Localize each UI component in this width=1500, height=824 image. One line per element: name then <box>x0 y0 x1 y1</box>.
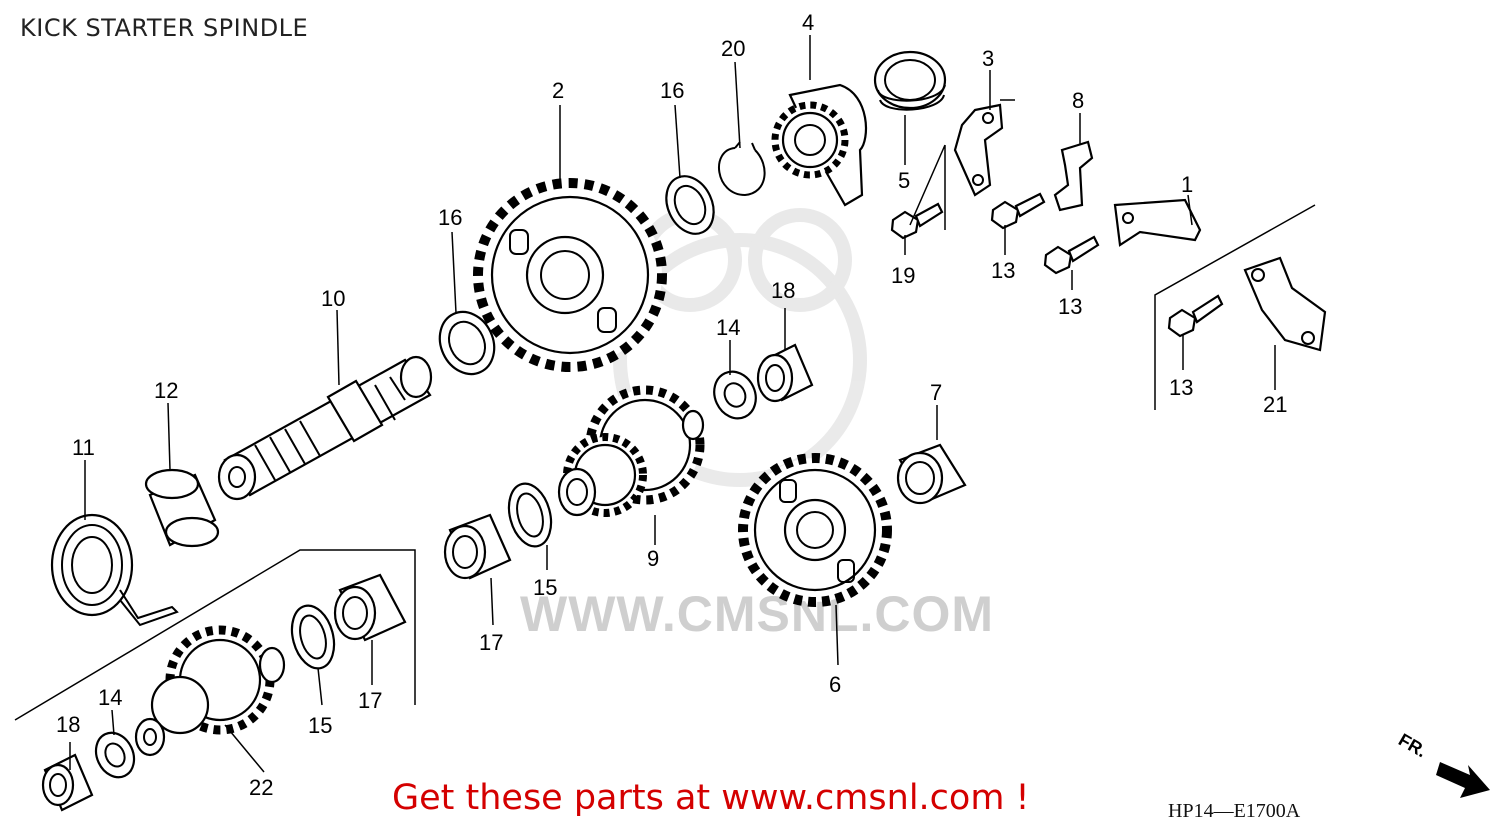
part-18-bearing-middle[interactable] <box>756 343 814 403</box>
leader-lines <box>69 35 1276 773</box>
callout-12: 12 <box>154 378 178 403</box>
promo-link-text[interactable]: Get these parts at www.cmsnl.com ! <box>392 778 1030 818</box>
callout-7: 7 <box>930 380 942 405</box>
part-8-stopper-plate[interactable] <box>1053 140 1094 212</box>
callout-14-b: 14 <box>98 685 122 710</box>
part-6-large-gear[interactable] <box>738 453 892 607</box>
callout-15-b: 15 <box>308 713 332 738</box>
callout-13-c: 13 <box>1169 375 1193 400</box>
watermark-logo <box>613 208 867 487</box>
callout-13-a: 13 <box>991 258 1015 283</box>
part-18-bearing-lower[interactable] <box>41 753 94 812</box>
part-3-guide-plate[interactable] <box>953 103 1004 197</box>
diagram-title: KICK STARTER SPINDLE <box>20 14 309 42</box>
part-16-washer-upper[interactable] <box>657 169 722 242</box>
part-4-ratchet[interactable] <box>771 83 868 207</box>
part-9-gear-cluster[interactable] <box>557 385 705 517</box>
callout-13-b: 13 <box>1058 294 1082 319</box>
front-direction-arrow: FR. <box>1395 729 1490 798</box>
part-19-bolt[interactable] <box>890 202 944 240</box>
callout-4: 4 <box>802 10 814 35</box>
part-7-collar[interactable] <box>896 443 967 505</box>
drawing-code: HP14—E1700A <box>1168 800 1301 822</box>
callout-17-b: 17 <box>358 688 382 713</box>
part-20-circlip[interactable] <box>718 141 766 197</box>
direction-label: FR. <box>1395 729 1430 761</box>
callout-16-a: 16 <box>660 78 684 103</box>
part-13-bolt-c[interactable] <box>1167 294 1224 338</box>
part-15-washer-middle[interactable] <box>502 479 557 551</box>
part-10-spindle-shaft[interactable] <box>217 355 433 501</box>
part-22-gear-lower[interactable] <box>134 625 286 757</box>
part-14-washer-lower[interactable] <box>89 727 141 784</box>
callout-5: 5 <box>898 168 910 193</box>
callout-14-a: 14 <box>716 315 740 340</box>
part-14-washer-middle[interactable] <box>707 365 764 425</box>
callout-18-a: 18 <box>771 278 795 303</box>
callout-19: 19 <box>891 263 915 288</box>
part-15-washer-lower[interactable] <box>285 601 340 673</box>
callout-21: 21 <box>1263 392 1287 417</box>
callout-9: 9 <box>647 546 659 571</box>
callout-16-b: 16 <box>438 205 462 230</box>
callout-20: 20 <box>721 36 745 61</box>
part-17-bearing-lower[interactable] <box>333 573 407 642</box>
callout-1: 1 <box>1181 172 1193 197</box>
callout-11: 11 <box>72 435 95 460</box>
part-13-bolt-a[interactable] <box>990 192 1046 230</box>
part-2-gear[interactable] <box>473 178 667 372</box>
part-12-collar[interactable] <box>144 468 220 548</box>
part-21-bracket[interactable] <box>1243 256 1327 352</box>
callout-22: 22 <box>249 775 273 800</box>
part-5-ratchet-spring[interactable] <box>873 50 947 111</box>
subassembly-bracket <box>14 204 1316 721</box>
part-1-stopper-bracket[interactable] <box>1113 198 1202 247</box>
part-17-bearing-middle[interactable] <box>443 513 512 580</box>
part-11-kick-spring[interactable] <box>50 513 179 627</box>
callout-labels: 1 2 3 4 5 6 7 8 9 10 11 12 13 13 13 13 1… <box>56 10 1287 800</box>
part-13-bolt-b[interactable] <box>1043 235 1100 275</box>
callout-2: 2 <box>552 78 564 103</box>
callout-18-b: 18 <box>56 712 80 737</box>
watermark-text: WWW.CMSNL.COM <box>520 586 995 642</box>
callout-3: 3 <box>982 46 994 71</box>
callout-6: 6 <box>829 672 841 697</box>
callout-15-a: 15 <box>533 575 557 600</box>
callout-17-a: 17 <box>479 630 503 655</box>
callout-8: 8 <box>1072 88 1084 113</box>
part-16-washer-left[interactable] <box>430 303 504 383</box>
callout-10: 10 <box>321 286 345 311</box>
